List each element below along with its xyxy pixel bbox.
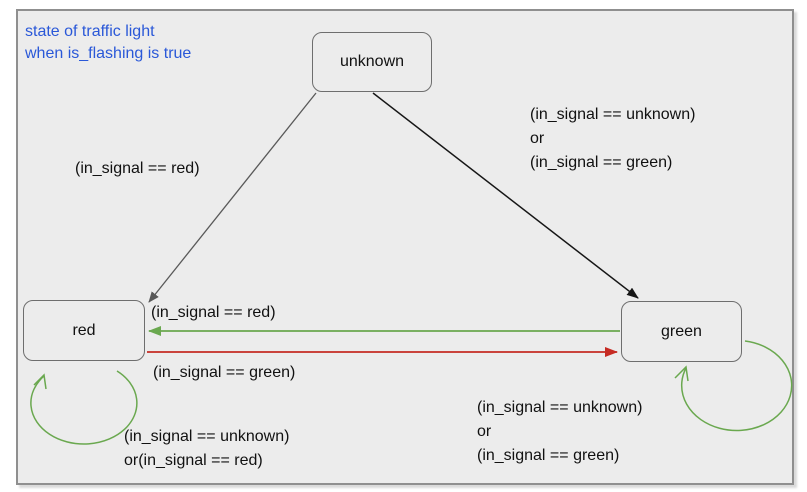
edge-label-unknown-to-red: (in_signal == red) — [75, 157, 200, 181]
edge-label-line: (in_signal == unknown) — [124, 428, 290, 445]
state-label-red: red — [72, 321, 96, 339]
state-node-red: red — [23, 300, 145, 361]
edge-label-line: (in_signal == green) — [153, 364, 296, 381]
edge-label-line: (in_signal == red) — [75, 160, 200, 177]
edge-label-line: or(in_signal == red) — [124, 452, 263, 469]
diagram-title: state of traffic light when is_flashing … — [25, 21, 191, 65]
edge-label-line: or — [530, 130, 545, 147]
state-node-green: green — [621, 301, 742, 362]
state-label-green: green — [661, 322, 702, 340]
edge-label-green-self-loop: (in_signal == unknown) or (in_signal == … — [477, 396, 642, 468]
edge-label-line: (in_signal == red) — [151, 304, 276, 321]
edge-label-line: (in_signal == green) — [530, 154, 673, 171]
edge-label-line: (in_signal == green) — [477, 447, 620, 464]
edge-label-line: (in_signal == unknown) — [477, 399, 643, 416]
title-line-2: when is_flashing is true — [25, 45, 192, 62]
title-line-1: state of traffic light — [25, 23, 155, 40]
state-label-unknown: unknown — [339, 53, 405, 70]
state-node-unknown: unknown — [312, 32, 432, 92]
edge-label-green-to-red: (in_signal == red) — [151, 301, 276, 325]
edge-label-red-to-green: (in_signal == green) — [153, 361, 295, 385]
edge-label-red-self-loop: (in_signal == unknown) or(in_signal == r… — [124, 425, 289, 473]
edge-label-line: (in_signal == unknown) — [530, 106, 696, 123]
edge-label-unknown-to-green: (in_signal == unknown) or (in_signal == … — [530, 103, 695, 175]
edge-label-line: or — [477, 423, 492, 440]
